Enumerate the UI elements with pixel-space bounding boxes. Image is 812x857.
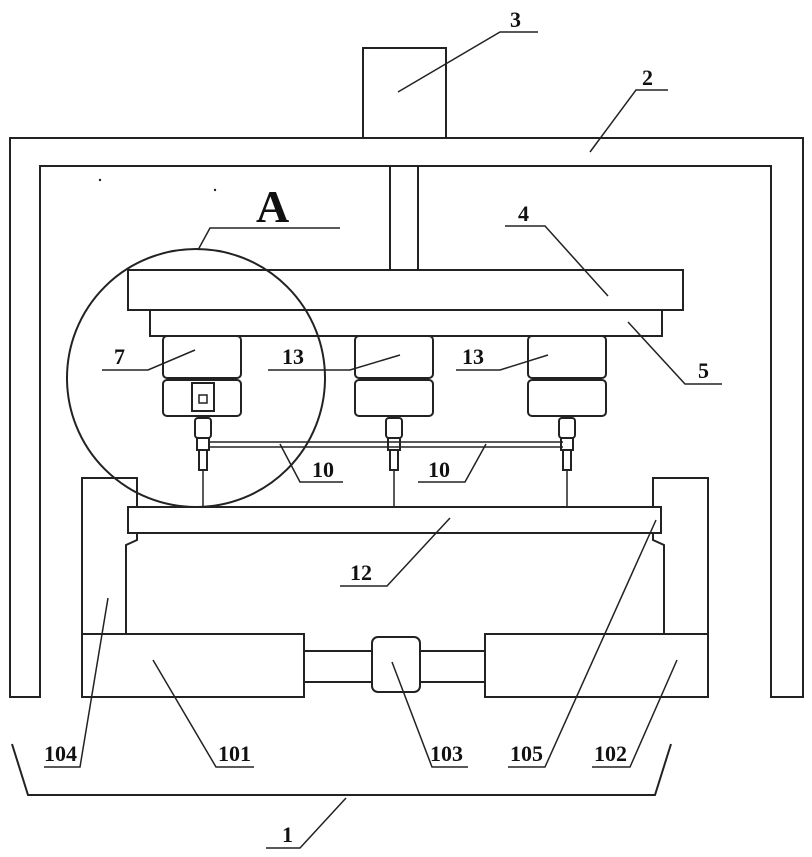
right-guide <box>653 478 708 634</box>
label-lower-plate: 5 <box>698 358 709 383</box>
coupling <box>372 637 420 692</box>
label-wire-right: 10 <box>428 457 450 482</box>
label-right-block: 102 <box>594 741 627 766</box>
connecting-rod <box>209 442 563 447</box>
nozzle-left <box>195 418 211 508</box>
upper-plate <box>128 270 683 310</box>
label-wire-left: 10 <box>312 457 334 482</box>
label-coupling: 103 <box>430 741 463 766</box>
label-holder-middle: 13 <box>282 344 304 369</box>
holder-middle <box>355 336 433 416</box>
label-platform: 12 <box>350 560 372 585</box>
label-holder-left: 7 <box>114 344 125 369</box>
left-guide <box>82 478 137 634</box>
nozzle-right <box>559 418 575 508</box>
label-holder-right: 13 <box>462 344 484 369</box>
label-motor: 3 <box>510 7 521 32</box>
label-section-a: A <box>256 181 289 232</box>
holder-left <box>163 336 241 416</box>
lower-plate <box>150 310 662 336</box>
label-base: 1 <box>282 822 293 847</box>
dot-mark <box>214 189 216 191</box>
motor <box>363 48 446 138</box>
dot-mark <box>99 179 101 181</box>
shaft <box>390 166 418 270</box>
leader-lines <box>44 32 722 848</box>
platform <box>128 507 661 533</box>
nozzle-middle <box>386 418 402 508</box>
holder-right <box>528 336 606 416</box>
label-left-block: 101 <box>218 741 251 766</box>
label-left-guide: 104 <box>44 741 77 766</box>
label-upper-plate: 4 <box>518 201 529 226</box>
base-bracket <box>12 744 671 795</box>
left-block <box>82 634 304 697</box>
label-frame: 2 <box>642 65 653 90</box>
label-right-guide: 105 <box>510 741 543 766</box>
